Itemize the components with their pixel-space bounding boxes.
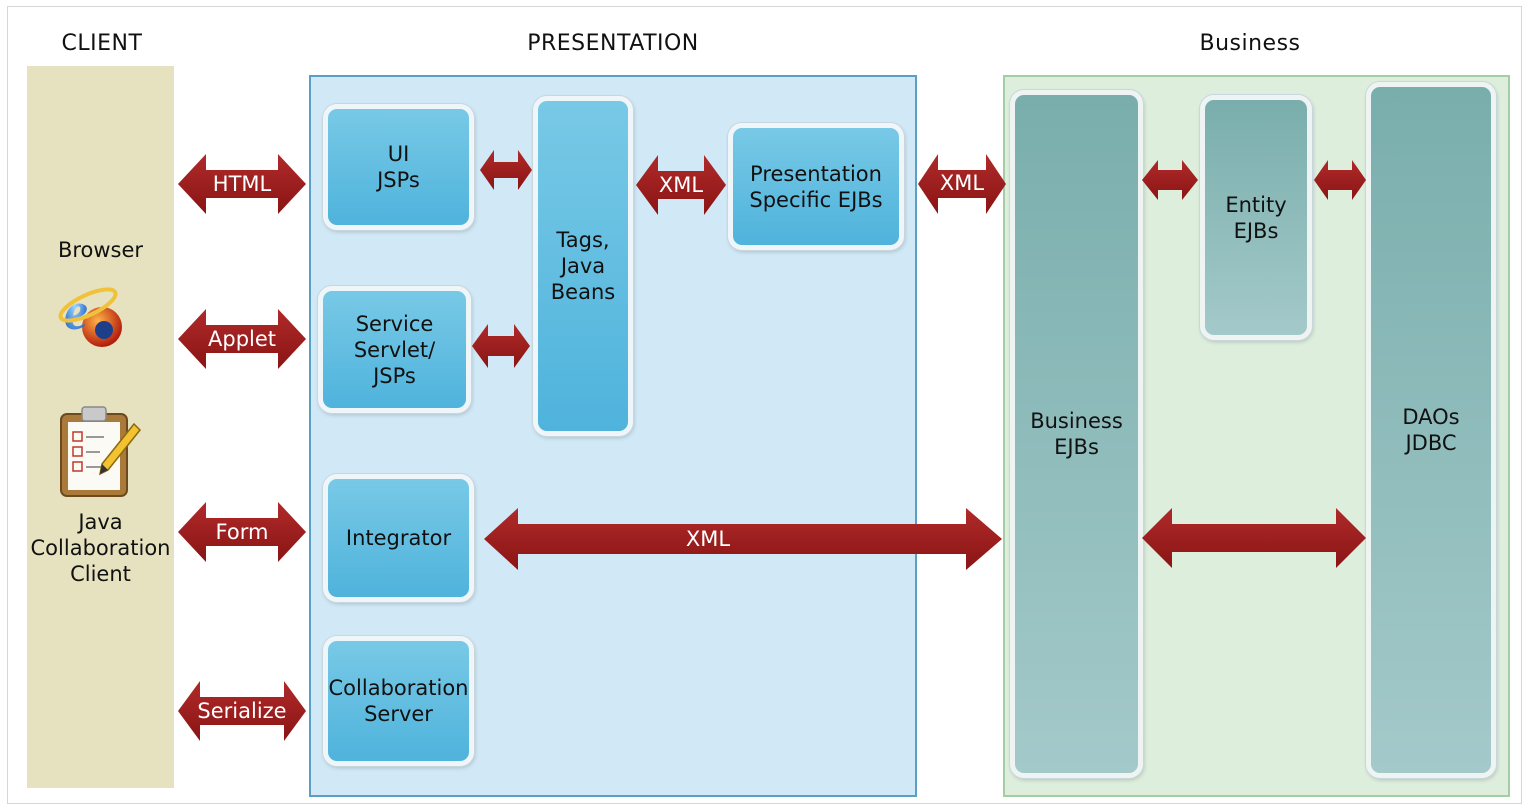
daos-jdbc-box[interactable]: DAOs JDBC	[1366, 82, 1496, 778]
java-client-label: Java Collaboration Client	[30, 510, 171, 586]
business-title: Business	[1199, 31, 1301, 56]
service-tags-arrow	[472, 324, 530, 368]
xml-pres-biz-label: XML	[939, 171, 985, 195]
business-daos-arrow	[1142, 508, 1366, 568]
xml-tags-pres-arrow	[636, 155, 726, 215]
browser-label: Browser	[57, 238, 144, 262]
browser-icon: e	[58, 281, 122, 347]
html-arrow	[178, 154, 306, 214]
service-servlet-box[interactable]: Service Servlet/ JSPs	[318, 286, 471, 413]
xml-integrator-label: XML	[685, 527, 731, 551]
business-ejbs-box[interactable]: Business EJBs	[1010, 90, 1143, 778]
presentation-ejbs-box[interactable]: Presentation Specific EJBs	[728, 123, 904, 250]
applet-arrow-label: Applet	[207, 327, 277, 351]
xml-tags-pres-label: XML	[658, 173, 704, 197]
clipboard-icon	[60, 406, 142, 497]
serialize-arrow	[178, 681, 306, 741]
xml-integrator-arrow	[484, 508, 1002, 570]
business-entity-arrow	[1142, 160, 1198, 200]
ui-jsps-box[interactable]: UI JSPs	[323, 104, 474, 230]
html-arrow-label: HTML	[212, 172, 272, 196]
entity-daos-arrow	[1314, 160, 1366, 200]
xml-pres-biz-arrow	[918, 154, 1006, 214]
form-arrow-label: Form	[215, 520, 269, 544]
applet-arrow	[178, 309, 306, 369]
ui-tags-arrow	[480, 150, 532, 190]
client-title: CLIENT	[61, 31, 143, 56]
presentation-title: PRESENTATION	[527, 31, 699, 56]
entity-ejbs-box[interactable]: Entity EJBs	[1200, 95, 1312, 340]
collaboration-server-box[interactable]: Collaboration Server	[323, 636, 474, 766]
integrator-box[interactable]: Integrator	[323, 474, 474, 602]
tags-beans-box[interactable]: Tags, Java Beans	[533, 96, 633, 436]
serialize-arrow-label: Serialize	[197, 699, 287, 723]
form-arrow	[178, 502, 306, 562]
